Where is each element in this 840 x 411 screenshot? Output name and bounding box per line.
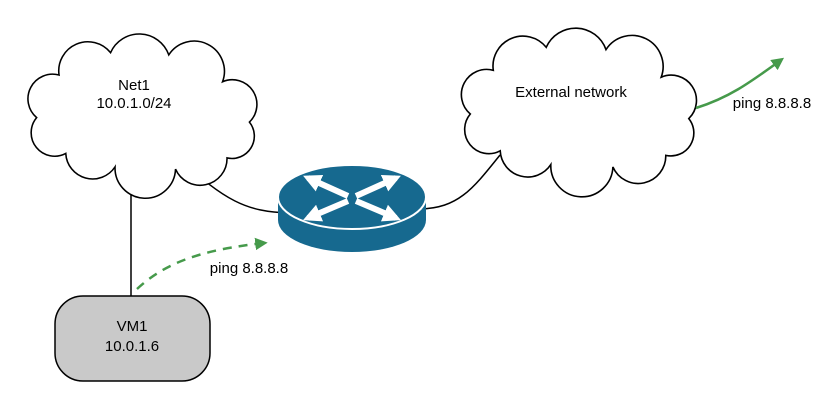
external-cloud-shape <box>460 27 698 198</box>
ping-arrow-internal <box>136 237 268 290</box>
ping-label-internal: ping 8.8.8.8 <box>210 260 288 277</box>
vm1-shape <box>54 295 211 382</box>
net1-subnet: 10.0.1.0/24 <box>96 95 171 112</box>
vm1-title: VM1 <box>117 318 148 335</box>
edge-router-external <box>419 154 501 210</box>
router-arrow-nw <box>303 174 350 199</box>
router-arrows <box>303 174 401 222</box>
net1-cloud-shape <box>27 33 258 200</box>
router-top <box>277 164 427 230</box>
router-arrow-ne <box>354 174 401 199</box>
ping-arrow-external <box>695 57 785 110</box>
router-icon <box>277 164 427 252</box>
vm1-node: VM1 10.0.1.6 <box>54 295 211 382</box>
router-arrow-se <box>354 198 401 222</box>
ping-label-external: ping 8.8.8.8 <box>733 95 811 112</box>
net1-cloud: Net1 10.0.1.0/24 <box>27 33 258 200</box>
external-cloud: External network <box>460 27 698 198</box>
net1-title: Net1 <box>118 77 150 94</box>
external-title: External network <box>515 84 627 101</box>
router-arrow-sw <box>303 198 350 222</box>
vm1-ip: 10.0.1.6 <box>105 338 159 355</box>
